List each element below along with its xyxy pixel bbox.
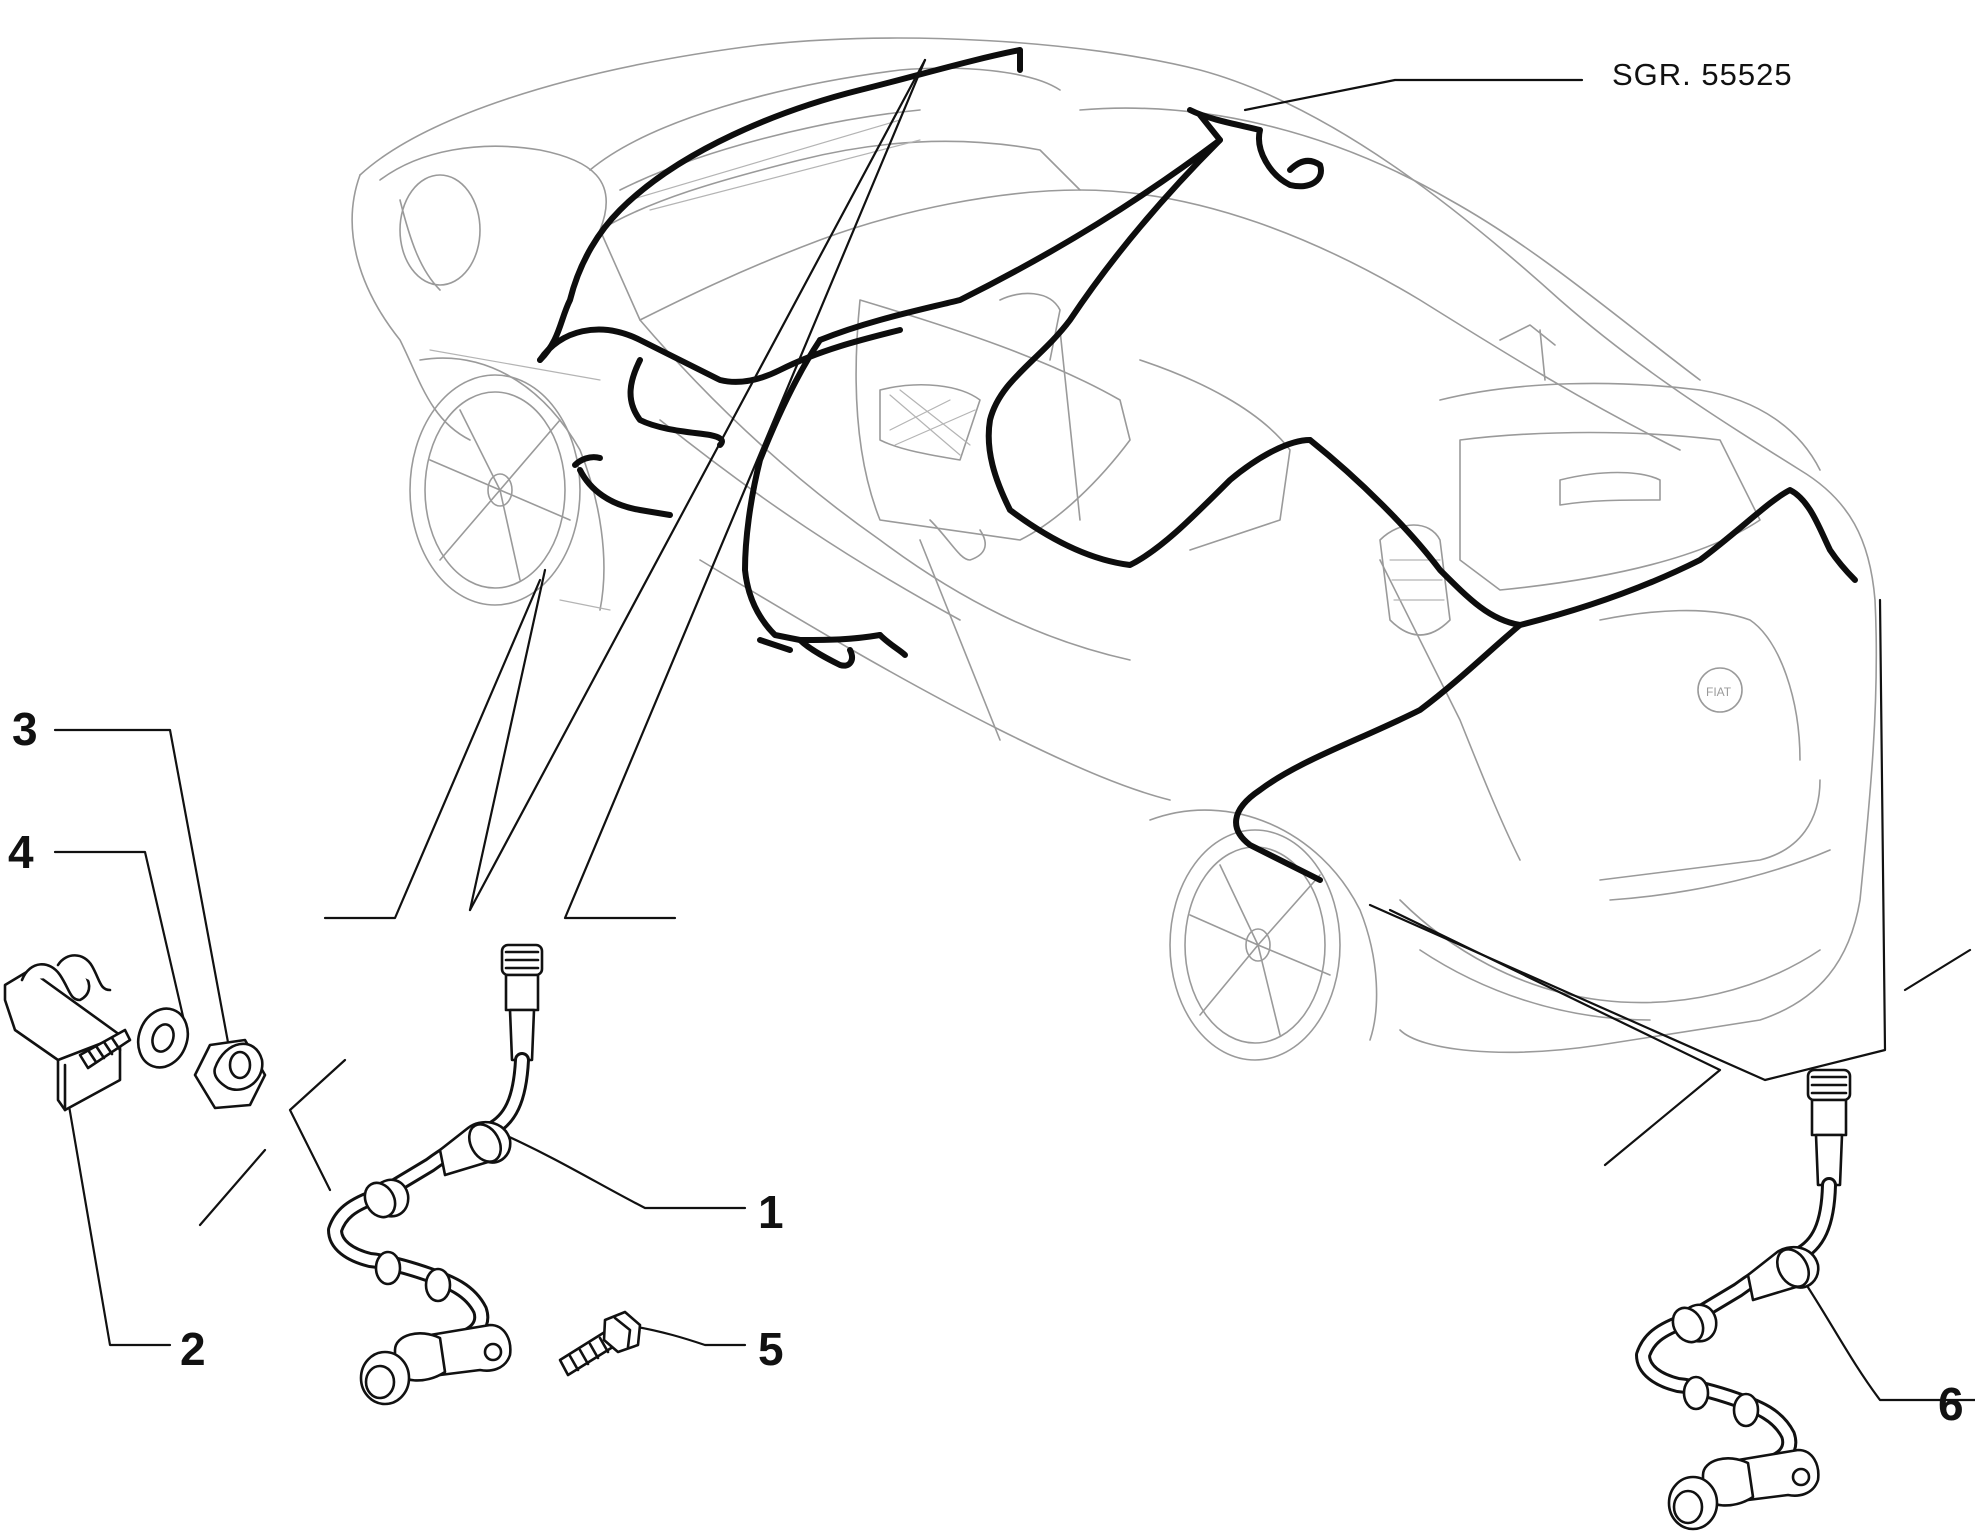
rear-fan-edge xyxy=(1903,948,1972,992)
callout-1: 1 xyxy=(758,1186,784,1238)
callout-6: 6 xyxy=(1938,1378,1964,1430)
part-group-bracket xyxy=(288,1058,347,1192)
reference-label: SGR. 55525 xyxy=(1612,57,1793,92)
leader-lines xyxy=(53,58,1975,1402)
wheel-speed-sensor-icon xyxy=(327,943,1852,1531)
rear-fan-right xyxy=(1368,598,1887,1082)
car-outline-icon: FIAT xyxy=(351,37,1878,1061)
callout-6-leader xyxy=(1798,1273,1975,1402)
bolt-icon xyxy=(558,1310,642,1377)
callout-2: 2 xyxy=(180,1323,206,1375)
front-fan-right-a xyxy=(468,58,927,912)
part-group-bracket-b xyxy=(198,1148,267,1227)
callout-3-leader xyxy=(53,728,237,1082)
callout-4: 4 xyxy=(8,826,34,878)
bracket-icon xyxy=(3,954,132,1112)
washer-icon xyxy=(136,1007,190,1069)
front-fan-left xyxy=(323,578,542,920)
callout-5-leader xyxy=(623,1323,747,1347)
rear-sensor xyxy=(1635,1068,1852,1531)
front-fan-right-b xyxy=(563,58,927,920)
nut-icon xyxy=(193,1038,267,1110)
callout-5: 5 xyxy=(758,1323,784,1375)
reference-leader xyxy=(1243,78,1584,112)
front-sensor xyxy=(327,943,544,1406)
callout-4-leader xyxy=(53,850,187,1027)
front-fan-mid xyxy=(468,568,547,912)
svg-text:FIAT: FIAT xyxy=(1706,685,1732,699)
callout-1-leader xyxy=(503,1133,747,1210)
callout-3: 3 xyxy=(12,703,38,755)
front-wheel xyxy=(409,349,611,611)
callout-2-leader xyxy=(60,1063,172,1347)
wiring-harness-icon xyxy=(537,47,1858,883)
rear-wheel xyxy=(1149,809,1378,1061)
